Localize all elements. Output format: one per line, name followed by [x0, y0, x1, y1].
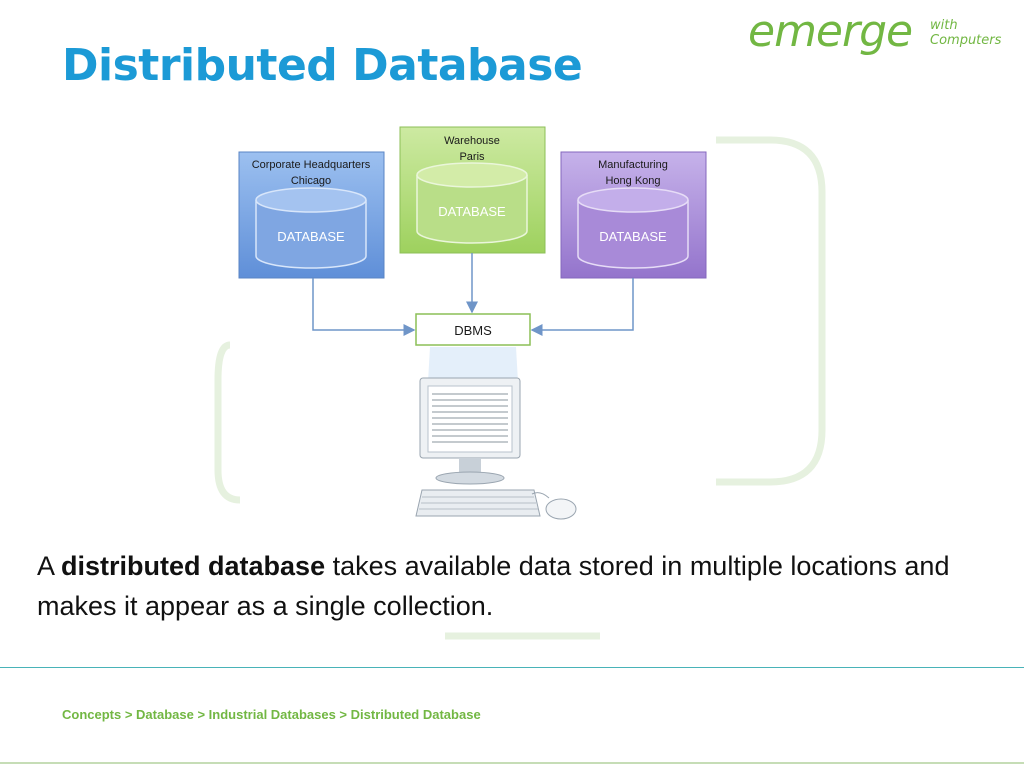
- background-frame: [214, 136, 826, 640]
- breadcrumb: Concepts > Database > Industrial Databas…: [62, 707, 481, 722]
- database-label: DATABASE: [277, 229, 345, 244]
- body-bold-term: distributed database: [61, 551, 326, 581]
- dbms-label: DBMS: [454, 323, 492, 338]
- arrow-hongkong-to-dbms: [530, 278, 634, 336]
- database-label: DATABASE: [438, 204, 506, 219]
- connector-arrows: [312, 253, 634, 336]
- computer-workstation-icon: [415, 347, 577, 520]
- bottom-rule: [0, 762, 1024, 764]
- dbms-node: DBMS: [415, 313, 531, 346]
- logo-tagline: with Computers: [930, 18, 1020, 48]
- logo-wordmark: emerge: [748, 6, 913, 57]
- site-city: Chicago: [291, 175, 331, 187]
- database-cylinder-icon: [416, 162, 528, 244]
- site-hong-kong: Manufacturing Hong Kong DATABASE: [560, 151, 707, 279]
- site-paris: Warehouse Paris DATABASE: [399, 126, 546, 254]
- site-chicago: Corporate Headquarters Chicago DATABASE: [238, 151, 385, 279]
- database-cylinder-icon: [577, 187, 689, 269]
- emerge-logo: emerge with Computers: [748, 6, 1018, 66]
- site-name: Warehouse: [444, 135, 500, 147]
- footer-divider: [0, 667, 1024, 668]
- database-cylinder-icon: [255, 187, 367, 269]
- dbms-box: [415, 313, 531, 346]
- arrow-chicago-to-dbms: [312, 278, 416, 336]
- site-city: Paris: [459, 151, 485, 163]
- site-city: Hong Kong: [605, 175, 660, 187]
- body-prefix: A: [37, 551, 62, 581]
- slide-title: Distributed Database: [62, 40, 583, 91]
- database-label: DATABASE: [599, 229, 667, 244]
- logo-tagline-line1: with: [930, 18, 958, 33]
- body-paragraph: A distributed database takes available d…: [37, 546, 997, 626]
- site-name: Corporate Headquarters: [252, 159, 371, 171]
- body-suffix: takes available data stored in multiple …: [37, 551, 950, 621]
- site-name: Manufacturing: [598, 159, 668, 171]
- logo-tagline-line2: Computers: [930, 33, 1002, 48]
